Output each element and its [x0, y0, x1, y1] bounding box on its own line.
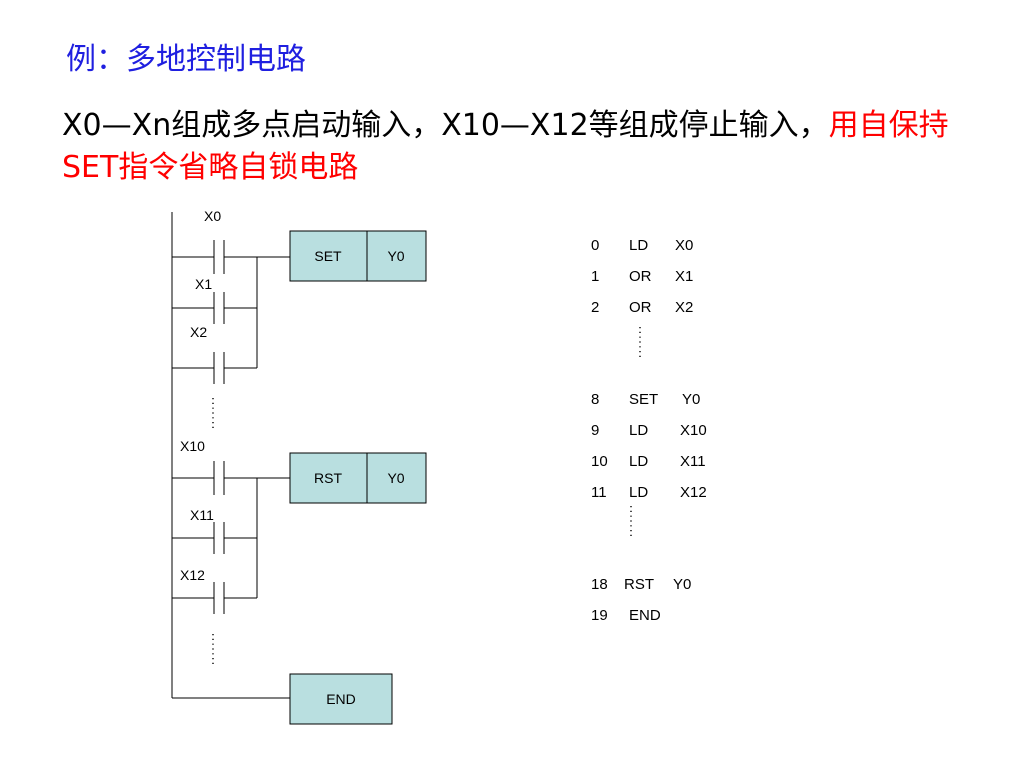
- contact-label-x1: X1: [195, 276, 212, 292]
- operand-8: Y0: [682, 391, 701, 408]
- page-title: 例：多地控制电路: [66, 42, 306, 77]
- step-18: 18: [591, 576, 608, 593]
- contact-x2: X2: [172, 324, 257, 384]
- instr-18: RST: [624, 576, 654, 593]
- operand-10: X11: [680, 453, 706, 470]
- instr-8: SET: [629, 391, 659, 408]
- step-0: 0: [591, 237, 600, 254]
- instr-19: END: [629, 607, 661, 624]
- set-instruction-box: [289, 230, 427, 282]
- description-red: 用自保持SET指令省略自锁电路: [62, 108, 949, 185]
- operand-18: Y0: [673, 576, 692, 593]
- step-11: 11: [591, 484, 607, 501]
- contact-x10: X10: [172, 438, 290, 495]
- set-operand: Y0: [387, 248, 404, 264]
- description-black: X0—Xn组成多点启动输入，X10—X12等组成停止输入，: [62, 108, 829, 143]
- operand-2: X2: [675, 299, 694, 316]
- contact-label-x11: X11: [190, 507, 214, 523]
- set-label: SET: [314, 248, 342, 264]
- contact-x1: X1: [172, 276, 257, 324]
- contact-label-x2: X2: [190, 324, 207, 340]
- operand-1: X1: [675, 268, 694, 285]
- contact-label-x0: X0: [204, 208, 221, 224]
- step-8: 8: [591, 391, 600, 408]
- instr-10: LD: [629, 453, 649, 470]
- step-2: 2: [591, 299, 600, 316]
- contact-x0: X0: [172, 208, 290, 274]
- instr-11: LD: [629, 484, 649, 501]
- contact-label-x12: X12: [180, 567, 205, 583]
- rst-label: RST: [314, 470, 342, 486]
- contact-label-x10: X10: [180, 438, 205, 454]
- instr-1: OR: [629, 268, 652, 285]
- rst-instruction-box: [289, 452, 427, 504]
- operand-11: X12: [680, 484, 707, 501]
- step-10: 10: [591, 453, 608, 470]
- instr-9: LD: [629, 422, 649, 439]
- contact-x11: X11: [172, 507, 257, 554]
- step-1: 1: [591, 268, 600, 285]
- contact-x12: X12: [172, 567, 257, 614]
- rst-operand: Y0: [387, 470, 404, 486]
- description: X0—Xn组成多点启动输入，X10—X12等组成停止输入，用自保持SET指令省略…: [62, 105, 982, 189]
- operand-9: X10: [680, 422, 707, 439]
- operand-0: X0: [675, 237, 694, 254]
- end-label: END: [326, 691, 356, 707]
- instr-0: LD: [629, 237, 649, 254]
- step-9: 9: [591, 422, 600, 439]
- step-19: 19: [591, 607, 608, 624]
- instr-2: OR: [629, 299, 652, 316]
- end-instruction-box: [289, 673, 393, 725]
